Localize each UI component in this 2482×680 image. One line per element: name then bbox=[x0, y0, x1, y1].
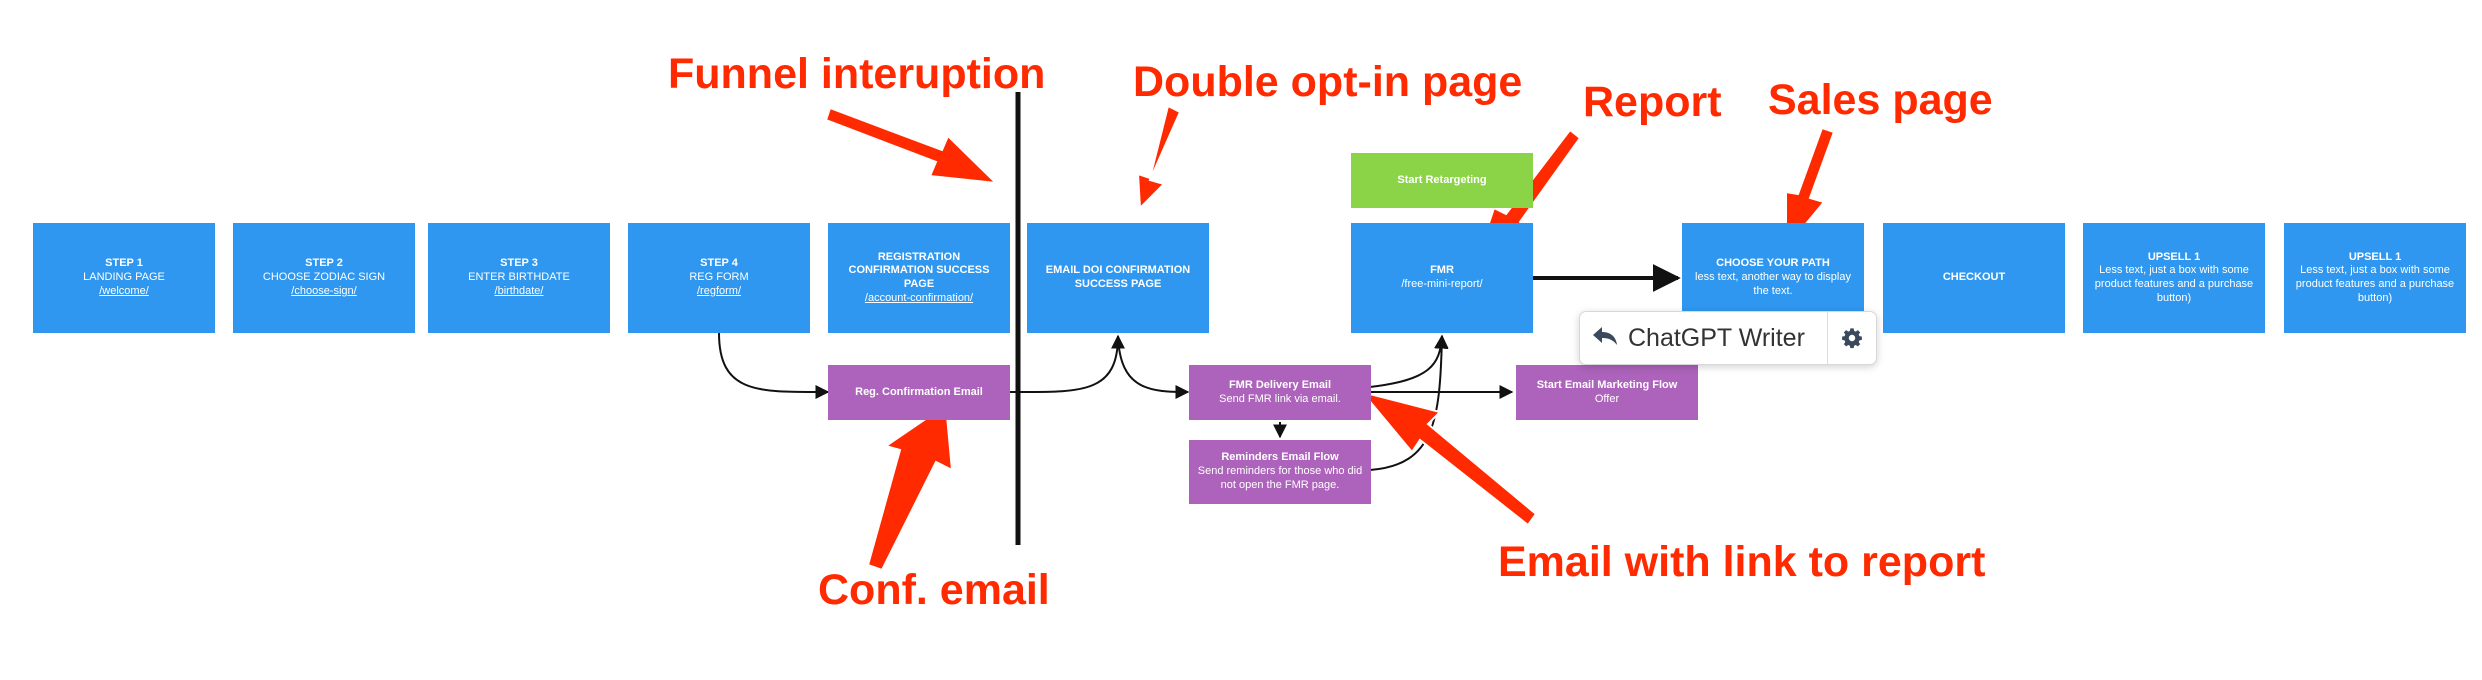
doi-confirmation-title: EMAIL DOI CONFIRMATION SUCCESS PAGE bbox=[1045, 264, 1191, 290]
step-3-box[interactable]: STEP 3 ENTER BIRTHDATE /birthdate/ bbox=[428, 223, 610, 333]
callout-funnel-interruption: Funnel interuption bbox=[668, 50, 1046, 98]
email-marketing-flow-box[interactable]: Start Email Marketing Flow Offer bbox=[1516, 365, 1698, 420]
connector-step4-to-reg-email bbox=[718, 332, 830, 400]
step-4-box[interactable]: STEP 4 REG FORM /regform/ bbox=[628, 223, 810, 333]
chatgpt-writer-widget: ChatGPT Writer bbox=[1579, 311, 1877, 365]
start-retargeting-title: Start Retargeting bbox=[1397, 173, 1487, 186]
step-1-box[interactable]: STEP 1 LANDING PAGE /welcome/ bbox=[33, 223, 215, 333]
step-3-link[interactable]: /birthdate/ bbox=[494, 284, 544, 297]
callout-email-with-link: Email with link to report bbox=[1498, 538, 1986, 586]
registration-success-link[interactable]: /account-confirmation/ bbox=[864, 291, 974, 304]
gear-icon[interactable] bbox=[1828, 312, 1876, 364]
arrow-funnel bbox=[824, 106, 999, 185]
reg-confirmation-email-box[interactable]: Reg. Confirmation Email bbox=[828, 365, 1010, 420]
step-2-title: STEP 2 bbox=[305, 257, 343, 270]
callout-double-opt-in: Double opt-in page bbox=[1133, 58, 1523, 106]
fmr-delivery-email-subtitle: Send FMR link via email. bbox=[1219, 392, 1341, 405]
choose-path-subtitle: less text, another way to display the te… bbox=[1695, 271, 1851, 297]
chatgpt-writer-label: ChatGPT Writer bbox=[1628, 323, 1805, 352]
step-4-link[interactable]: /regform/ bbox=[696, 284, 741, 297]
upsell-1-subtitle: Less text, just a box with some product … bbox=[2094, 264, 2254, 304]
registration-success-box[interactable]: REGISTRATION CONFIRMATION SUCCESS PAGE /… bbox=[828, 223, 1010, 333]
connector-reg-email-to-doi bbox=[1009, 334, 1125, 394]
reg-confirmation-email-title: Reg. Confirmation Email bbox=[855, 385, 983, 398]
fmr-title: FMR bbox=[1430, 264, 1454, 277]
fmr-delivery-email-title: FMR Delivery Email bbox=[1228, 378, 1332, 391]
email-marketing-flow-subtitle: Offer bbox=[1594, 392, 1620, 405]
chatgpt-writer-button[interactable]: ChatGPT Writer bbox=[1580, 312, 1828, 364]
step-4-label: REG FORM bbox=[689, 271, 749, 284]
step-1-link[interactable]: /welcome/ bbox=[99, 284, 149, 297]
reminders-email-flow-box[interactable]: Reminders Email Flow Send reminders for … bbox=[1189, 440, 1371, 504]
fmr-box[interactable]: FMR /free-mini-report/ bbox=[1351, 223, 1533, 333]
reminders-email-flow-title: Reminders Email Flow bbox=[1221, 451, 1339, 464]
step-3-title: STEP 3 bbox=[500, 257, 538, 270]
reminders-email-flow-subtitle: Send reminders for those who did not ope… bbox=[1197, 465, 1363, 491]
step-4-title: STEP 4 bbox=[700, 257, 738, 270]
upsell-1-title: UPSELL 1 bbox=[2147, 250, 2201, 263]
step-2-box[interactable]: STEP 2 CHOOSE ZODIAC SIGN /choose-sign/ bbox=[233, 223, 415, 333]
fmr-subtitle: /free-mini-report/ bbox=[1401, 278, 1483, 290]
arrow-sales bbox=[1785, 126, 1836, 251]
checkout-box[interactable]: CHECKOUT bbox=[1883, 223, 2065, 333]
reply-arrow-icon bbox=[1592, 325, 1618, 352]
arrow-double bbox=[1136, 104, 1182, 211]
step-1-title: STEP 1 bbox=[105, 257, 143, 270]
upsell-2-subtitle: Less text, just a box with some product … bbox=[2295, 264, 2455, 304]
callout-report: Report bbox=[1583, 78, 1722, 126]
callout-sales-page: Sales page bbox=[1768, 76, 1993, 124]
connector-doi-to-fmr-email bbox=[1117, 335, 1190, 399]
start-retargeting-box[interactable]: Start Retargeting bbox=[1351, 153, 1533, 208]
upsell-1-box[interactable]: UPSELL 1 Less text, just a box with some… bbox=[2083, 223, 2265, 333]
arrow-conf bbox=[866, 403, 954, 572]
step-3-label: ENTER BIRTHDATE bbox=[468, 271, 570, 284]
doi-confirmation-box[interactable]: EMAIL DOI CONFIRMATION SUCCESS PAGE bbox=[1027, 223, 1209, 333]
connector-fmr-email-to-fmr bbox=[1369, 334, 1449, 388]
upsell-2-title: UPSELL 1 bbox=[2348, 250, 2402, 263]
registration-success-title: REGISTRATION CONFIRMATION SUCCESS PAGE bbox=[848, 250, 990, 291]
choose-path-title: CHOOSE YOUR PATH bbox=[1716, 257, 1830, 270]
callout-conf-email: Conf. email bbox=[818, 566, 1050, 614]
arrow-email-link bbox=[1359, 390, 1538, 527]
email-marketing-flow-title: Start Email Marketing Flow bbox=[1536, 378, 1678, 391]
upsell-2-box[interactable]: UPSELL 1 Less text, just a box with some… bbox=[2284, 223, 2466, 333]
fmr-delivery-email-box[interactable]: FMR Delivery Email Send FMR link via ema… bbox=[1189, 365, 1371, 420]
step-2-link[interactable]: /choose-sign/ bbox=[291, 284, 357, 297]
checkout-title: CHECKOUT bbox=[1942, 271, 2006, 284]
step-2-label: CHOOSE ZODIAC SIGN bbox=[262, 271, 386, 284]
step-1-label: LANDING PAGE bbox=[83, 271, 165, 284]
